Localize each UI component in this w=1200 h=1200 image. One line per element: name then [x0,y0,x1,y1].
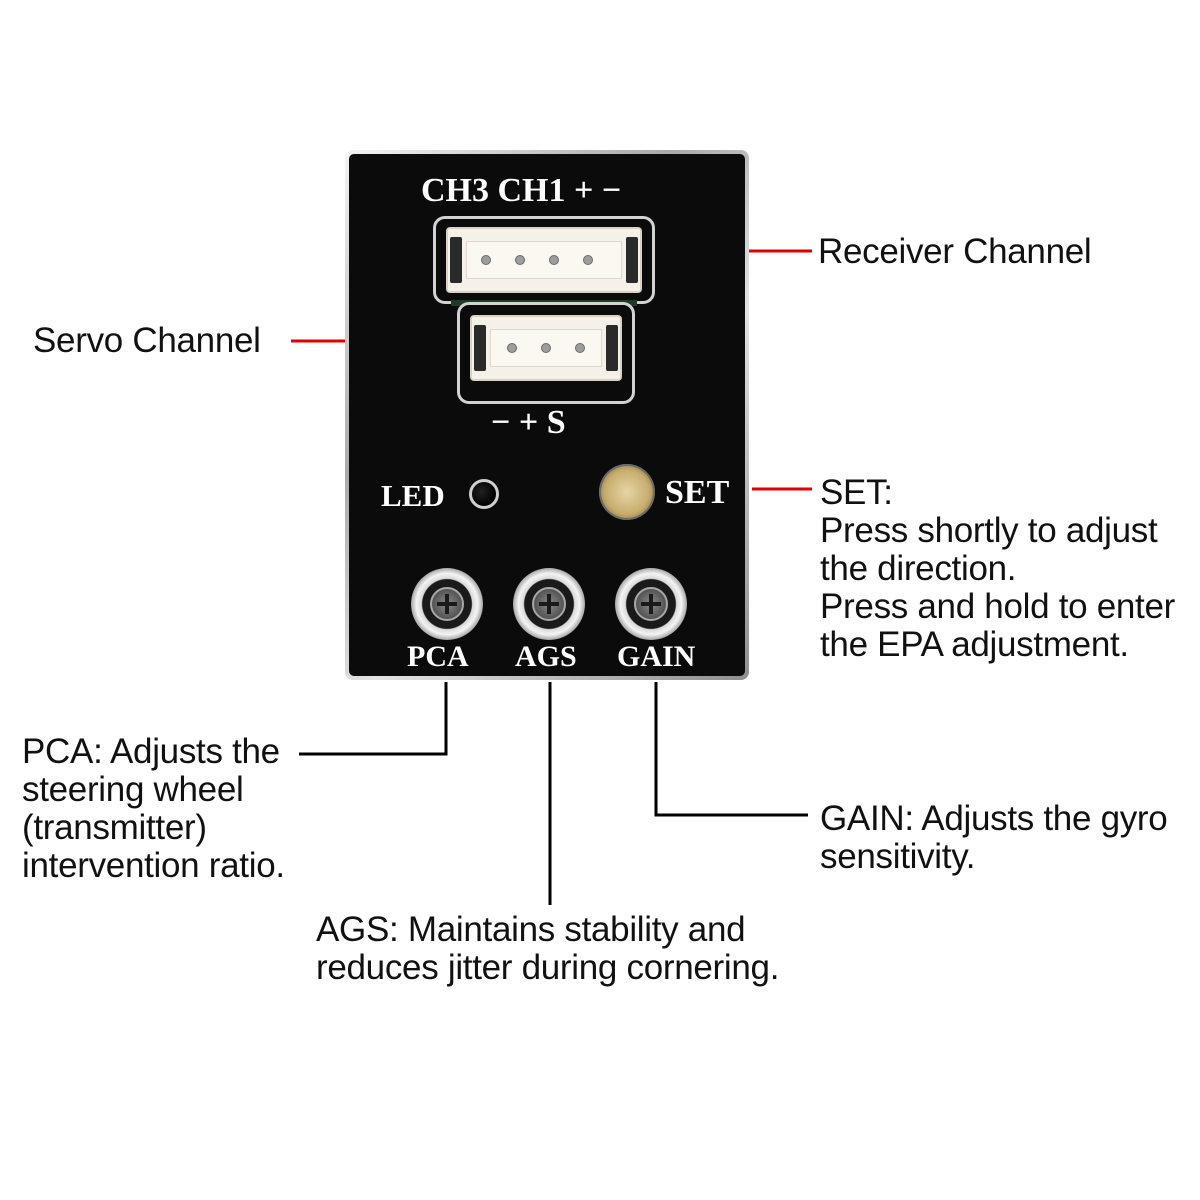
cross-slot-icon [649,594,653,614]
cross-slot-icon [445,594,449,614]
gain-callout: GAIN: Adjusts the gyro sensitivity. [820,799,1168,876]
connector-pin [575,343,585,353]
pca-label: PCA [407,640,469,673]
connector-pin [583,255,593,265]
connector-housing [490,329,602,367]
gain-potentiometer[interactable] [615,568,687,640]
connector-latch-right [606,325,618,371]
pca-callout-line: PCA: Adjusts the [22,732,280,771]
ags-callout-line: reduces jitter during cornering. [316,948,780,987]
set-button[interactable] [599,464,655,520]
gain-leader [654,682,808,817]
connector-housing [466,241,622,279]
servo-connector [470,315,622,381]
servo-channel-callout: Servo Channel [33,321,261,360]
connector-pin [507,343,517,353]
connector-pin [481,255,491,265]
pca-callout-line: steering wheel [22,770,244,809]
gyro-module-board: CH3 CH1 + − [345,150,749,680]
pca-callout-line: (transmitter) [22,808,207,847]
ags-callout: AGS: Maintains stability and reduces jit… [316,911,779,987]
led-label: LED [381,478,445,513]
connector-pin [549,255,559,265]
pca-callout: PCA: Adjusts the steering wheel (transmi… [22,733,285,885]
gain-callout-line: sensitivity. [820,837,976,876]
ags-label: AGS [515,640,577,673]
connector-latch-left [450,237,462,283]
connector-latch-left [474,325,486,371]
set-callout-line: Press shortly to adjust [820,511,1158,550]
led-indicator [469,479,499,509]
header-channel-label: CH3 CH1 + − [421,172,622,209]
ags-potentiometer[interactable] [513,568,585,640]
set-callout: SET: Press shortly to adjust the directi… [820,474,1175,664]
pca-knob[interactable] [430,587,464,621]
servo-pins-label: − + S [491,404,566,441]
board-face: CH3 CH1 + − [349,154,745,676]
set-callout-line: the direction. [820,549,1017,588]
gain-knob[interactable] [634,587,668,621]
connector-pin [541,343,551,353]
set-callout-line: SET: [820,473,893,512]
connector-pin [515,255,525,265]
pca-callout-line: intervention ratio. [22,846,285,885]
servo-connector-frame [457,302,635,404]
pca-leader [299,682,448,756]
cross-slot-icon [547,594,551,614]
set-callout-line: the EPA adjustment. [820,625,1129,664]
pca-potentiometer[interactable] [411,568,483,640]
ags-knob[interactable] [532,587,566,621]
connector-latch-right [626,237,638,283]
gain-label: GAIN [617,640,696,673]
receiver-connector-frame [433,216,655,304]
gain-callout-line: GAIN: Adjusts the gyro [820,799,1168,838]
set-callout-line: Press and hold to enter [820,587,1175,626]
receiver-channel-callout: Receiver Channel [818,232,1092,271]
receiver-connector [446,227,642,293]
set-label: SET [665,474,730,511]
ags-callout-line: AGS: Maintains stability and [316,910,746,949]
